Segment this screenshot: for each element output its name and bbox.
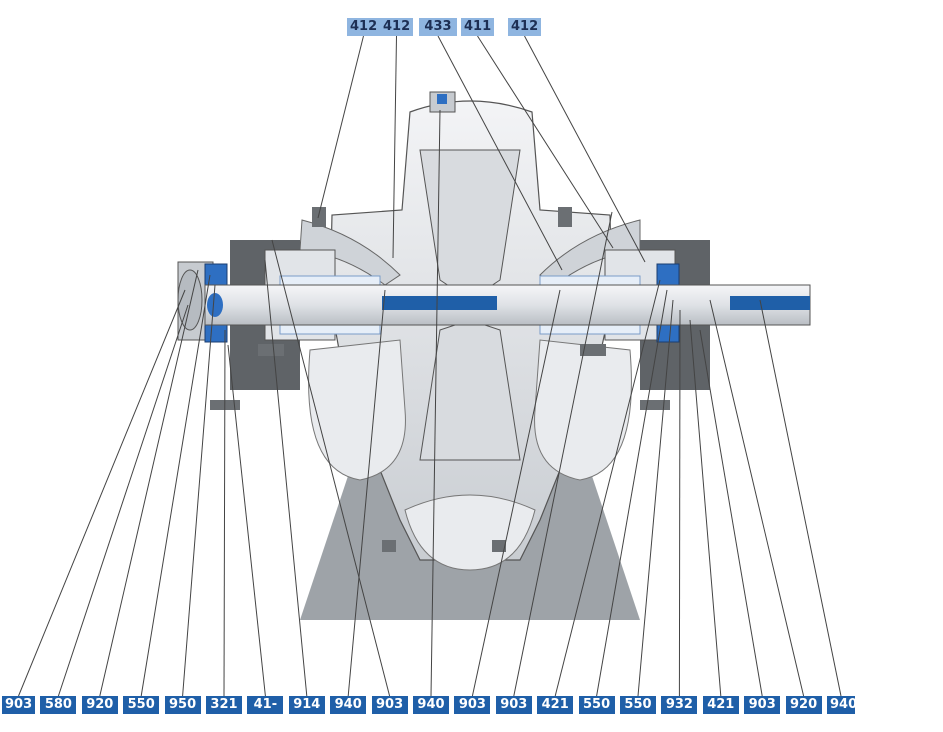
bottom-part-label-932: 932 — [661, 696, 698, 714]
bottom-part-label-550: 550 — [123, 696, 160, 714]
bottom-part-label-321: 321 — [206, 696, 242, 714]
top-part-label-433: 433 — [419, 18, 457, 36]
leader-line-bottom-15 — [637, 299, 674, 697]
bottom-part-label-920: 920 — [81, 696, 118, 714]
right-volute-chamber — [534, 339, 632, 481]
leader-line-bottom-2 — [99, 269, 199, 697]
shaft-end-nut — [207, 293, 223, 317]
leader-line-bottom-19 — [709, 299, 805, 697]
top-part-label-412: 412 — [508, 18, 541, 36]
leader-line-bottom-6 — [227, 344, 266, 697]
top-part-label-412: 412 — [380, 18, 413, 36]
leader-line-bottom-0 — [18, 289, 186, 697]
leader-line-bottom-13 — [554, 279, 661, 697]
leader-line-bottom-5 — [223, 329, 226, 697]
right-bearing-top — [656, 263, 680, 287]
bottom-part-label-903: 903 — [744, 696, 781, 714]
leader-line-top-0 — [317, 35, 364, 219]
leader-line-bottom-12 — [513, 211, 613, 697]
leader-line-bottom-7 — [264, 259, 308, 697]
leader-line-bottom-11 — [471, 289, 561, 697]
bottom-part-label-903: 903 — [2, 696, 35, 714]
pump-shaft — [204, 284, 811, 326]
top-part-label-412: 412 — [347, 18, 380, 36]
bottom-part-label-940: 940 — [827, 696, 857, 714]
leader-line-bottom-4 — [182, 284, 216, 697]
top-part-label-411: 411 — [461, 18, 494, 36]
leader-line-bottom-10 — [430, 109, 441, 697]
leader-line-top-1 — [392, 35, 397, 259]
bottom-part-label-940: 940 — [330, 696, 367, 714]
bottom-part-label-580: 580 — [40, 696, 77, 714]
bottom-part-label-950: 950 — [164, 696, 201, 714]
left-end-cap — [177, 269, 203, 331]
bottom-part-label-421: 421 — [537, 696, 574, 714]
leader-line-bottom-9 — [271, 239, 391, 697]
leader-line-bottom-16 — [678, 309, 681, 697]
leader-line-bottom-17 — [689, 319, 722, 697]
pump-cross-section — [18, 35, 842, 697]
leader-line-bottom-18 — [699, 329, 763, 697]
top-vent-plug — [437, 94, 447, 104]
leader-line-bottom-20 — [759, 299, 842, 697]
bottom-part-label-550: 550 — [620, 696, 656, 714]
left-volute-chamber — [308, 339, 406, 481]
bottom-part-label-903: 903 — [371, 696, 408, 714]
leader-line-top-2 — [437, 35, 563, 271]
leader-line-bottom-3 — [140, 274, 211, 697]
bottom-part-label-914: 914 — [288, 696, 325, 714]
shaft-key-center — [382, 296, 497, 310]
leader-line-bottom-14 — [596, 289, 668, 697]
leader-line-top-4 — [524, 35, 646, 263]
bottom-part-label-550: 550 — [578, 696, 615, 714]
shaft-key-coupling — [730, 296, 810, 310]
bottom-part-label-940: 940 — [413, 696, 449, 714]
bottom-part-label-920: 920 — [785, 696, 822, 714]
leader-line-bottom-1 — [57, 304, 189, 697]
bottom-part-label-903: 903 — [495, 696, 532, 714]
bottom-part-label-421: 421 — [702, 696, 739, 714]
bottom-part-label-41-1: 41-1 — [247, 696, 284, 730]
leader-lines — [18, 35, 842, 697]
leader-line-top-3 — [477, 35, 614, 249]
leader-line-bottom-8 — [347, 289, 386, 697]
bottom-part-label-903: 903 — [454, 696, 491, 714]
